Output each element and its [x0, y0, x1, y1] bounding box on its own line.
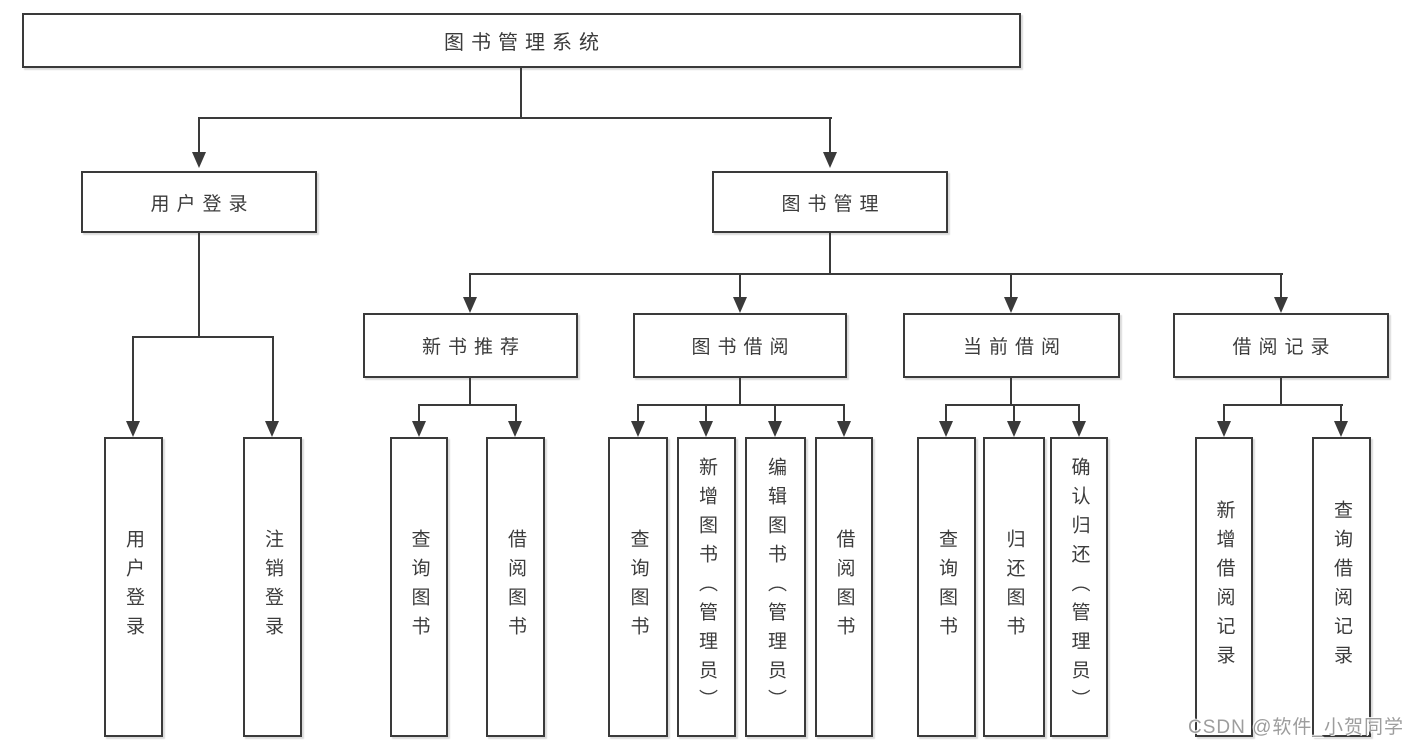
node-bb-borrow-books: 借阅图书: [815, 437, 873, 737]
connector-line: [515, 404, 517, 421]
arrowhead-icon: [1004, 297, 1018, 313]
arrowhead-icon: [733, 297, 747, 313]
connector-line: [469, 273, 1283, 275]
node-book-borrow: 图书借阅: [633, 313, 847, 378]
node-current-borrow: 当前借阅: [903, 313, 1120, 378]
node-root: 图书管理系统: [22, 13, 1021, 68]
node-bb-query-books-label: 查询图书: [627, 529, 649, 645]
node-book-borrow-label: 图书借阅: [691, 337, 796, 358]
csdn-watermark: CSDN @软件_小贺同学: [1188, 717, 1404, 738]
arrowhead-icon: [1007, 421, 1021, 437]
connector-line: [705, 404, 707, 421]
connector-line: [198, 117, 200, 152]
node-bb-borrow-books-label: 借阅图书: [833, 529, 855, 645]
node-cb-return-books-label: 归还图书: [1003, 529, 1025, 645]
connector-line: [945, 404, 1080, 406]
node-br-add-record-label: 新增借阅记录: [1213, 500, 1235, 674]
node-nb-borrow-books-label: 借阅图书: [505, 529, 526, 645]
arrowhead-icon: [699, 421, 713, 437]
connector-line: [774, 404, 776, 421]
connector-line: [1223, 404, 1225, 421]
node-cb-confirm-return-admin: 确认归还（管理员）: [1050, 437, 1108, 737]
node-user-login-leaf-label: 用户登录: [123, 529, 144, 645]
node-br-add-record: 新增借阅记录: [1195, 437, 1253, 737]
node-br-query-record: 查询借阅记录: [1312, 437, 1371, 737]
connector-line: [1280, 378, 1282, 404]
node-bb-query-books: 查询图书: [608, 437, 668, 737]
connector-line: [520, 68, 522, 118]
node-new-book-recommend-label: 新书推荐: [421, 337, 526, 358]
arrowhead-icon: [939, 421, 953, 437]
node-book-management-label: 图书管理: [781, 193, 886, 215]
connector-line: [637, 404, 845, 406]
connector-line: [829, 233, 831, 273]
connector-line: [132, 336, 134, 421]
connector-line: [198, 233, 200, 336]
connector-line: [418, 404, 420, 421]
node-bb-add-books-admin: 新增图书（管理员）: [677, 437, 736, 737]
node-borrow-records: 借阅记录: [1173, 313, 1389, 378]
node-bb-edit-books-admin-label: 编辑图书（管理员）: [765, 456, 786, 718]
connector-line: [1013, 404, 1015, 421]
node-cb-query-books: 查询图书: [917, 437, 976, 737]
node-cb-return-books: 归还图书: [983, 437, 1045, 737]
connector-line: [132, 336, 274, 338]
connector-line: [945, 404, 947, 421]
node-nb-query-books-label: 查询图书: [408, 529, 430, 645]
connector-line: [469, 378, 471, 404]
arrowhead-icon: [837, 421, 851, 437]
node-logout: 注销登录: [243, 437, 302, 737]
connector-line: [1010, 273, 1012, 297]
node-bb-add-books-admin-label: 新增图书（管理员）: [696, 456, 717, 718]
arrowhead-icon: [265, 421, 279, 437]
connector-line: [739, 378, 741, 404]
node-nb-borrow-books: 借阅图书: [486, 437, 545, 737]
connector-line: [1078, 404, 1080, 421]
connector-line: [1010, 378, 1012, 404]
node-nb-query-books: 查询图书: [390, 437, 448, 737]
connector-line: [198, 117, 832, 119]
connector-line: [1340, 404, 1342, 421]
arrowhead-icon: [1334, 421, 1348, 437]
node-current-borrow-label: 当前借阅: [962, 337, 1067, 358]
arrowhead-icon: [412, 421, 426, 437]
node-user-login-label: 用户登录: [150, 193, 255, 215]
arrowhead-icon: [463, 297, 477, 313]
node-bb-edit-books-admin: 编辑图书（管理员）: [745, 437, 806, 737]
arrowhead-icon: [1072, 421, 1086, 437]
arrowhead-icon: [126, 421, 140, 437]
connector-line: [272, 336, 274, 421]
connector-line: [843, 404, 845, 421]
arrowhead-icon: [1274, 297, 1288, 313]
arrowhead-icon: [823, 152, 837, 168]
connector-line: [739, 273, 741, 297]
node-borrow-records-label: 借阅记录: [1232, 337, 1337, 358]
node-new-book-recommend: 新书推荐: [363, 313, 578, 378]
node-logout-label: 注销登录: [262, 529, 283, 645]
connector-line: [418, 404, 517, 406]
arrowhead-icon: [1217, 421, 1231, 437]
node-br-query-record-label: 查询借阅记录: [1331, 500, 1352, 674]
node-user-login: 用户登录: [81, 171, 317, 233]
arrowhead-icon: [631, 421, 645, 437]
connector-line: [829, 117, 831, 152]
node-cb-confirm-return-admin-label: 确认归还（管理员）: [1068, 456, 1090, 718]
connector-line: [1223, 404, 1343, 406]
arrowhead-icon: [508, 421, 522, 437]
arrowhead-icon: [768, 421, 782, 437]
connector-line: [637, 404, 639, 421]
node-root-label: 图书管理系统: [444, 32, 606, 54]
connector-line: [1280, 273, 1282, 297]
node-book-management: 图书管理: [712, 171, 948, 233]
arrowhead-icon: [192, 152, 206, 168]
node-user-login-leaf: 用户登录: [104, 437, 163, 737]
connector-line: [469, 273, 471, 297]
node-cb-query-books-label: 查询图书: [936, 529, 957, 645]
